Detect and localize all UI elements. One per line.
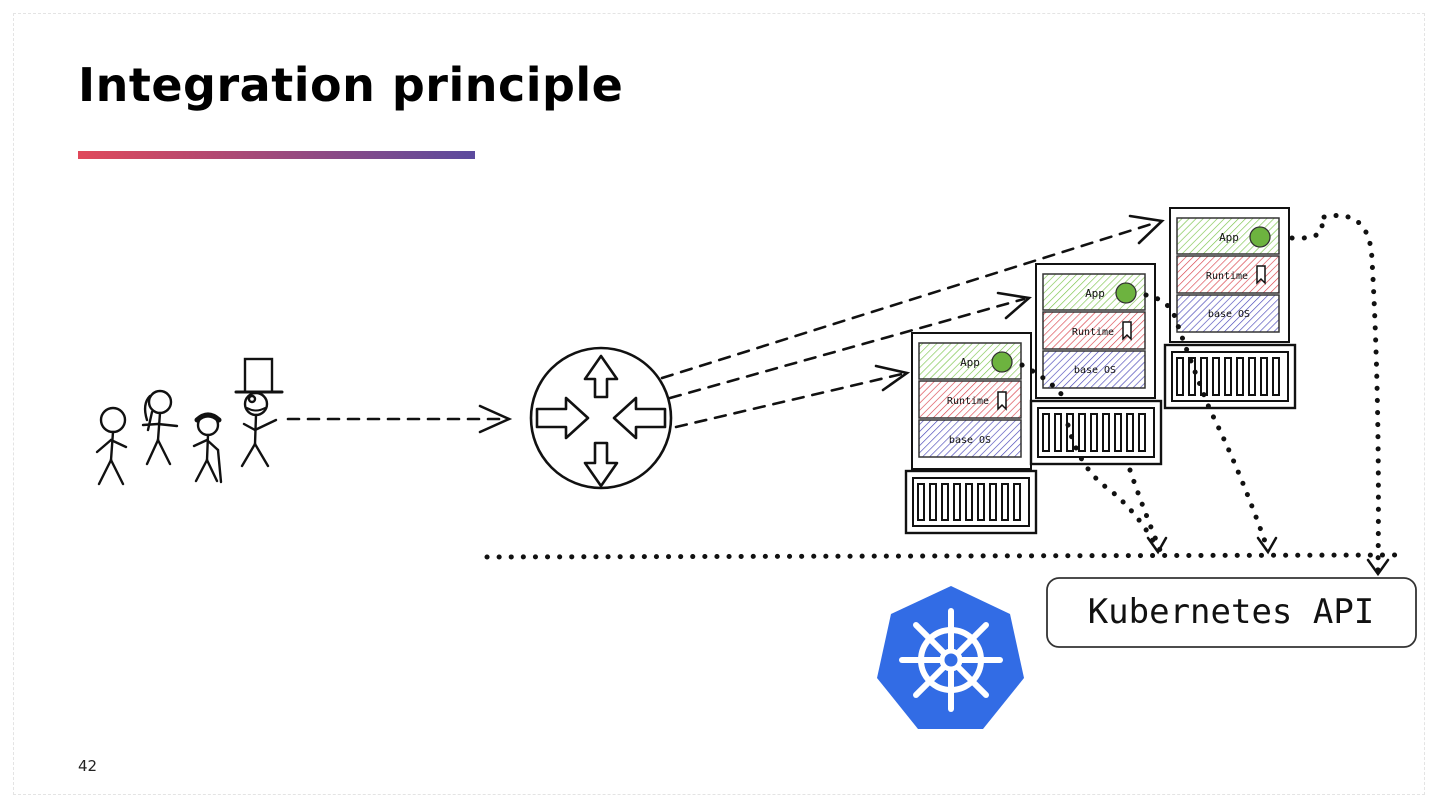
spring-leaf-icon [1249,226,1271,248]
app-layer-label: App [1085,287,1105,300]
base-os-layer [1042,350,1146,389]
app-layer-label: App [1219,231,1239,244]
runtime-layer-label: Runtime [947,396,989,407]
base-os-layer [918,419,1022,458]
java-duke-icon [1122,321,1132,341]
router-to-containers-arrows [660,214,1165,429]
stick-figure-top-hat-icon [234,357,284,468]
runtime-layer-label: Runtime [1206,271,1248,282]
spring-leaf-icon [991,351,1013,373]
container-stack-2: App Runtime base OS [1029,263,1163,466]
title-accent-bar [78,151,475,159]
java-duke-icon [997,391,1007,411]
base-os-layer [1176,294,1280,333]
stick-figure-ponytail-icon [141,389,179,466]
runtime-layer-label: Runtime [1072,327,1114,338]
kubernetes-api-label: Kubernetes API [1088,592,1375,632]
slide-title: Integration principle [78,58,624,112]
base-os-layer-label: base OS [949,435,991,446]
app-layer-label: App [960,356,980,369]
stick-figure-icon [95,406,128,486]
base-os-layer-label: base OS [1074,365,1116,376]
kubernetes-api-box: Kubernetes API [1046,577,1417,648]
api-arrowheads [1146,536,1390,577]
load-balancer-router-icon [529,346,673,490]
base-os-layer-label: base OS [1208,309,1250,320]
stick-figure-cap-icon [192,412,223,484]
kubernetes-logo-icon [877,586,1024,729]
container-stack-3: App Runtime base OS [1163,207,1297,410]
users-to-router-arrow [286,404,513,434]
slide-frame [13,13,1425,795]
spring-leaf-icon [1115,282,1137,304]
container-stack-1: App Runtime base OS [904,332,1038,535]
api-dotted-connections [484,213,1409,573]
page-number: 42 [78,757,98,775]
java-duke-icon [1256,265,1266,285]
users-group-icon [95,357,284,486]
